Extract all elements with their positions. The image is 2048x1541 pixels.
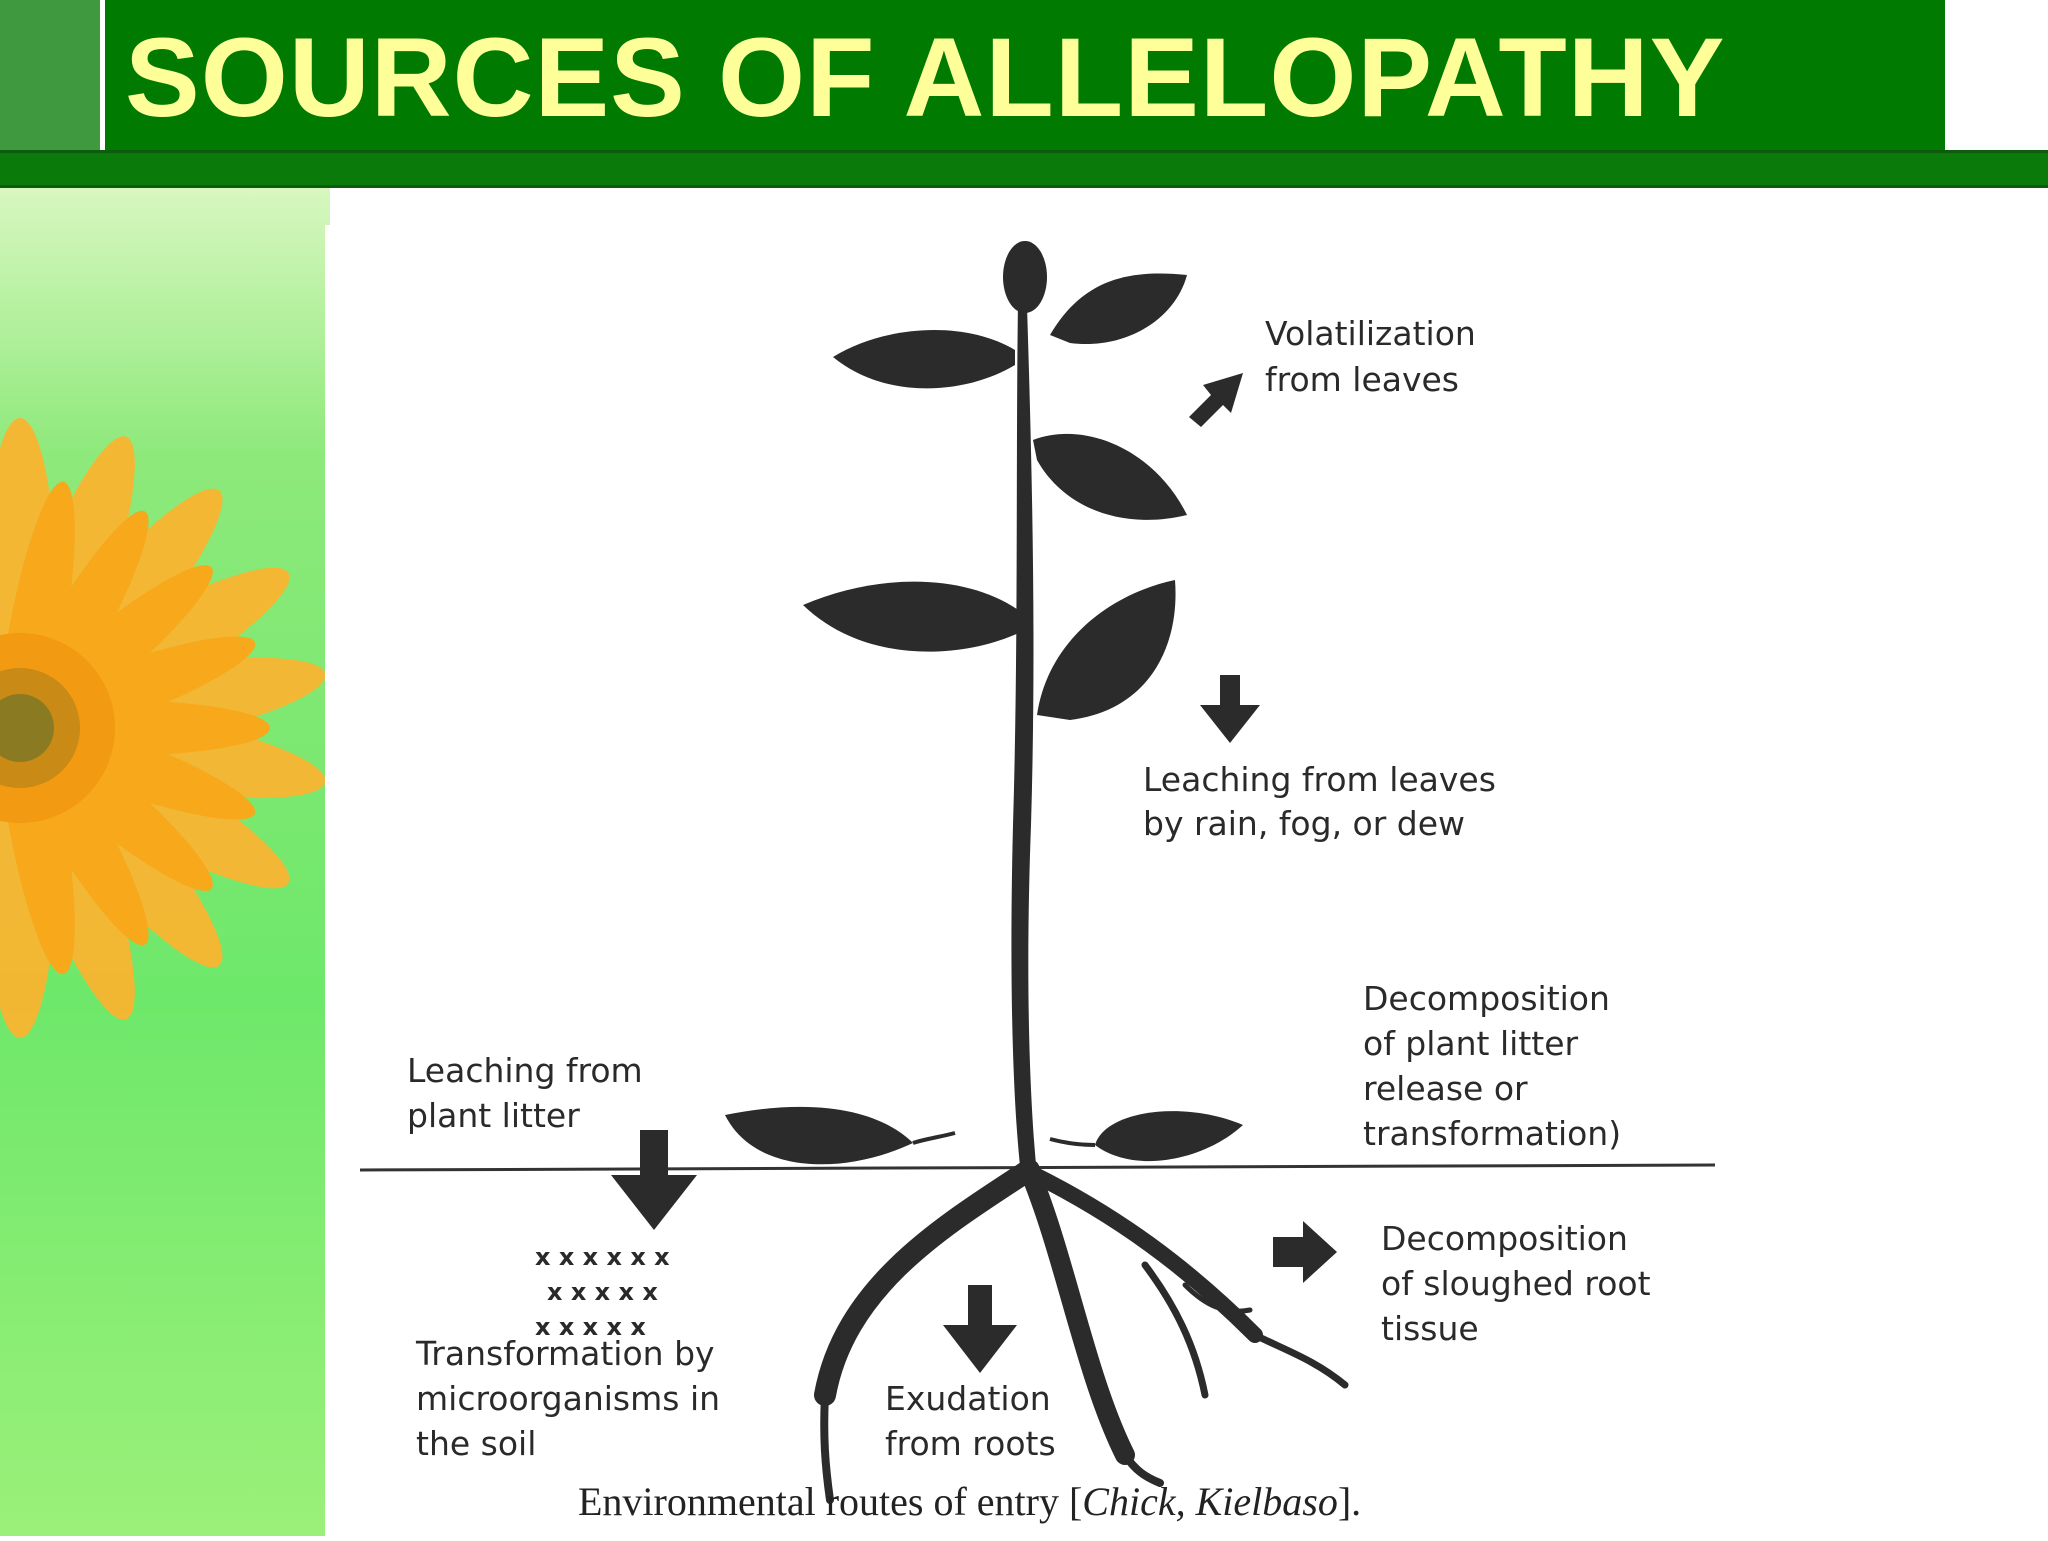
microbe-row-1: x x x x x x <box>535 1243 670 1271</box>
label-volatilization-line1: Volatilization <box>1265 314 1476 353</box>
label-decomposition-root-line2: of sloughed root <box>1381 1264 1651 1303</box>
leaching-leaves-arrow <box>1200 675 1260 743</box>
label-transformation-line2: microorganisms in <box>416 1379 720 1418</box>
litter-leaf-left-stalk <box>912 1131 956 1145</box>
microbe-row-3: x x x x x <box>535 1313 646 1341</box>
plant-leaves <box>725 241 1243 1165</box>
gerbera-flower-image <box>0 418 326 1038</box>
diagram-caption: Environmental routes of entry [Chick, Ki… <box>578 1478 1361 1525</box>
plant-roots <box>814 1159 1349 1504</box>
upper-right-leaf <box>1050 273 1187 345</box>
title-accent-block <box>0 0 100 150</box>
leaching-litter-arrow <box>611 1130 697 1230</box>
microbe-row-2: x x x x x <box>547 1278 658 1306</box>
title-underline-strip <box>0 150 2048 188</box>
label-leaching-leaves-line2: by rain, fog, or dew <box>1143 804 1465 843</box>
litter-leaf-right-stalk <box>1049 1137 1096 1147</box>
label-exudation-line1: Exudation <box>885 1379 1051 1418</box>
diagram-labels: Volatilization from leaves Leaching from… <box>407 314 1651 1463</box>
caption-suffix: ]. <box>1337 1479 1362 1524</box>
caption-authors: Chick, Kielbaso <box>1082 1479 1338 1524</box>
label-decomposition-litter-line1: Decomposition <box>1363 979 1610 1018</box>
label-decomposition-root-line3: tissue <box>1381 1309 1479 1348</box>
label-decomposition-root-line1: Decomposition <box>1381 1219 1628 1258</box>
slide-title: SOURCES OF ALLELOPATHY <box>125 15 1726 140</box>
label-volatilization-line2: from leaves <box>1265 360 1459 399</box>
microbe-marks: x x x x x x x x x x x x x x x x <box>535 1243 670 1341</box>
litter-leaf-right <box>1095 1111 1243 1162</box>
label-leaching-litter-line2: plant litter <box>407 1096 580 1135</box>
title-bar: SOURCES OF ALLELOPATHY <box>0 0 2048 190</box>
allelopathy-diagram: Volatilization from leaves Leaching from… <box>325 225 1725 1536</box>
label-transformation-line3: the soil <box>416 1424 536 1463</box>
label-decomposition-litter-line4: transformation) <box>1363 1114 1621 1153</box>
label-exudation-line2: from roots <box>885 1424 1056 1463</box>
top-bud <box>1003 241 1047 313</box>
label-transformation-line1: Transformation by <box>415 1334 715 1373</box>
label-leaching-leaves-line1: Leaching from leaves <box>1143 760 1496 799</box>
exudation-arrow <box>943 1285 1017 1373</box>
label-decomposition-litter-line2: of plant litter <box>1363 1024 1578 1063</box>
volatilization-arrow <box>1189 373 1243 427</box>
caption-prefix: Environmental routes of entry [ <box>578 1479 1083 1524</box>
lower-right-leaf <box>1037 580 1176 720</box>
upper-left-leaf <box>833 330 1015 389</box>
plant-stem <box>1011 245 1037 1175</box>
litter-leaf-left <box>725 1106 913 1165</box>
middle-left-leaf <box>803 581 1025 652</box>
label-leaching-litter-line1: Leaching from <box>407 1051 643 1090</box>
arrows <box>611 373 1337 1373</box>
decomposition-root-arrow <box>1273 1221 1337 1283</box>
title-background <box>105 0 1945 150</box>
label-decomposition-litter-line3: release or <box>1363 1069 1528 1108</box>
flower-background <box>0 188 330 1536</box>
plant-diagram-svg: Volatilization from leaves Leaching from… <box>359 241 1716 1504</box>
middle-right-leaf <box>1033 433 1187 520</box>
